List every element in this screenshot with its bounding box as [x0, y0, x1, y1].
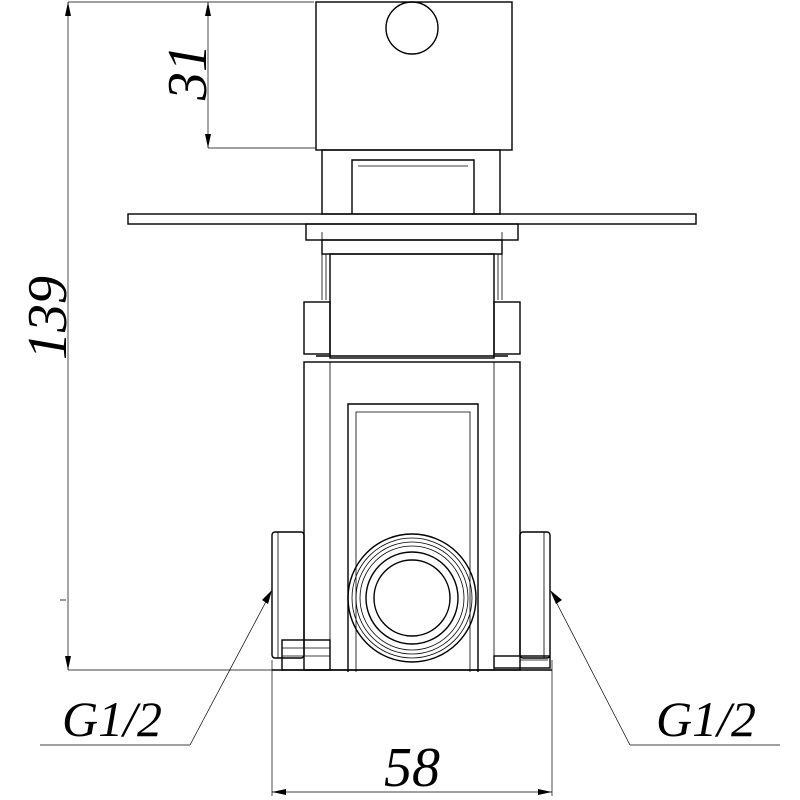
right-connection-label: G1/2 [656, 691, 756, 747]
neck [321, 149, 501, 215]
left-stem-nut [303, 301, 331, 355]
handle-hole [385, 1, 439, 55]
dim-total-height [65, 1, 314, 671]
leader-left [40, 590, 272, 746]
dim-total-height-label: 139 [17, 276, 79, 360]
dim-top-block [205, 2, 316, 149]
dim-body-width-label: 58 [384, 737, 440, 799]
dim-top-block-label: 31 [157, 44, 219, 101]
valve-body [303, 361, 521, 672]
dim-body-width [271, 660, 553, 796]
stem [321, 253, 503, 359]
leader-right [550, 590, 780, 746]
outlet-fitting [347, 533, 477, 663]
left-connection-label: G1/2 [62, 691, 162, 747]
wall-plate [127, 213, 697, 225]
right-inlet-port [493, 531, 551, 669]
right-stem-nut [493, 301, 521, 355]
handle-block [315, 1, 513, 151]
left-inlet-port [271, 531, 331, 671]
cartridge-collar [305, 223, 519, 255]
